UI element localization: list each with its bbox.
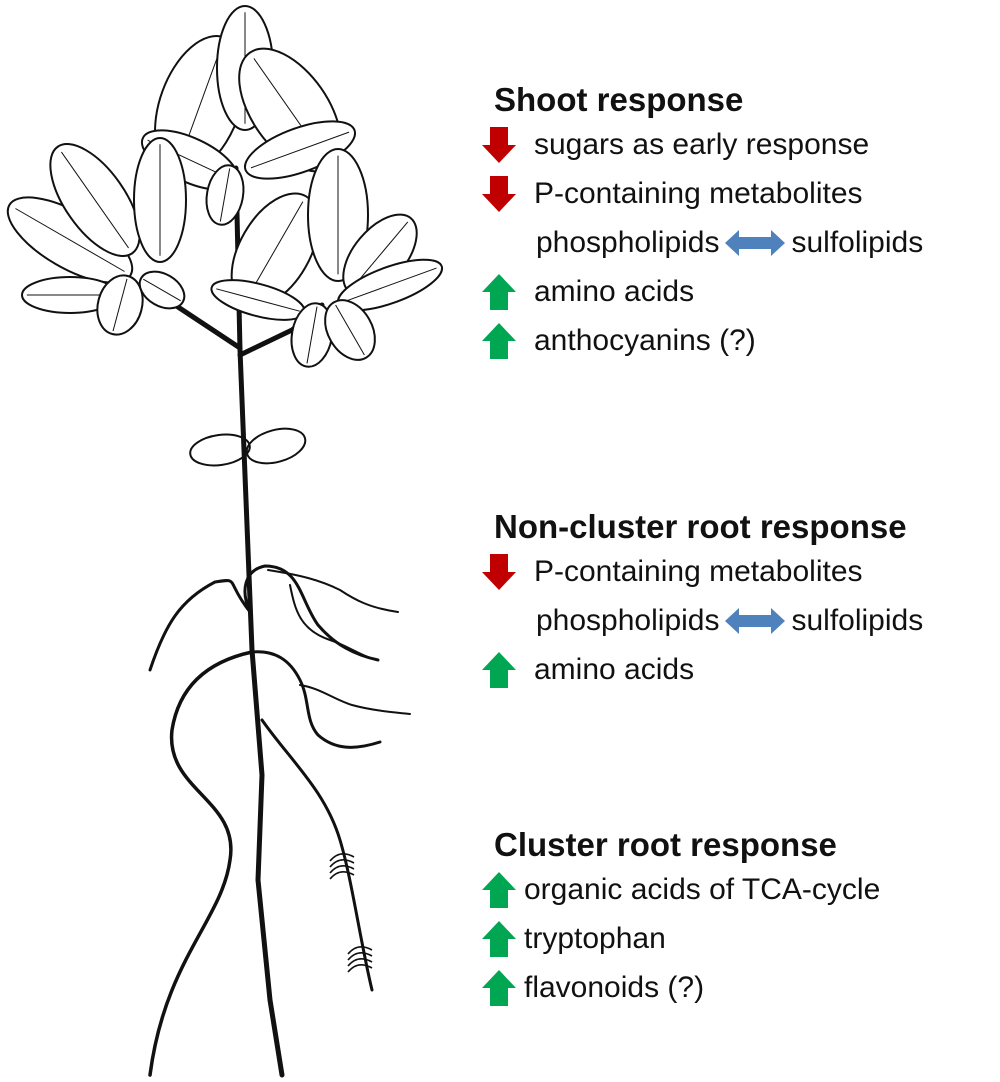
list-item: organic acids of TCA-cycle [480, 865, 995, 914]
up-arrow-icon [482, 871, 516, 908]
cluster-rootlet [347, 952, 373, 961]
cluster-rootlet [329, 853, 355, 862]
cluster-rootlet [347, 964, 373, 973]
non-cluster-root-response-section: Non-cluster root response P-containing m… [480, 507, 995, 694]
cluster-rootlet [329, 865, 355, 874]
item-text: tryptophan [524, 922, 666, 955]
cluster-root-axis [260, 718, 374, 992]
up-arrow-icon [482, 920, 516, 957]
list-item: P-containing metabolites [480, 169, 995, 218]
item-text: organic acids of TCA-cycle [524, 873, 881, 906]
section-title: Non-cluster root response [494, 508, 907, 545]
exchange-left-text: phospholipids [536, 604, 720, 637]
plant-illustration [6, 5, 444, 1078]
item-text: P-containing metabolites [534, 555, 863, 588]
item-text: P-containing metabolites [534, 177, 863, 210]
leaf-midrib [219, 168, 231, 222]
shoot-response-section: Shoot response sugars as early response … [480, 80, 995, 365]
up-arrow-icon [482, 322, 516, 359]
item-text: amino acids [534, 275, 695, 308]
down-arrow-icon [482, 175, 516, 212]
cluster-rootlet [347, 946, 373, 955]
list-item: amino acids [480, 267, 995, 316]
item-text: amino acids [534, 653, 695, 686]
leaf-midrib [143, 278, 181, 302]
down-arrow-icon [482, 126, 516, 163]
leaf-midrib [61, 151, 129, 249]
down-arrow-icon [482, 553, 516, 590]
list-item: amino acids [480, 645, 995, 694]
item-text: flavonoids (?) [524, 971, 705, 1004]
exchange-left-text: phospholipids [536, 226, 720, 259]
item-text: anthocyanins (?) [534, 324, 756, 357]
lateral-root [148, 650, 254, 1077]
lateral-root [243, 564, 380, 662]
exchange-right-text: sulfolipids [791, 226, 924, 259]
up-arrow-icon [482, 273, 516, 310]
list-item: P-containing metabolites [480, 547, 995, 596]
lateral-root [250, 650, 382, 749]
exchange-arrow-icon [725, 607, 786, 634]
cluster-root-response-section: Cluster root response organic acids of T… [480, 825, 995, 1012]
lateral-root [267, 569, 399, 613]
up-arrow-icon [482, 651, 516, 688]
lateral-root [299, 684, 411, 715]
item-text: sugars as early response [534, 128, 870, 161]
lateral-root [148, 579, 252, 672]
leaf-midrib [343, 267, 437, 303]
exchange-right-text: sulfolipids [791, 604, 924, 637]
cotyledon-left [189, 433, 251, 467]
leaf-midrib [112, 278, 128, 332]
list-item: phospholipids sulfolipids [480, 218, 995, 267]
leaf-midrib [335, 304, 365, 356]
leaf-midrib [250, 131, 350, 169]
cotyledon-right [245, 427, 307, 465]
section-title: Cluster root response [494, 826, 837, 863]
leaf-midrib [15, 208, 125, 272]
main-stem [233, 165, 285, 1078]
cluster-rootlet [329, 859, 355, 868]
list-item: tryptophan [480, 914, 995, 963]
cluster-rootlet [329, 871, 355, 880]
list-item: flavonoids (?) [480, 963, 995, 1012]
list-item: phospholipids sulfolipids [480, 596, 995, 645]
list-item: anthocyanins (?) [480, 316, 995, 365]
cluster-rootlet [347, 958, 373, 967]
leaf-midrib [306, 306, 318, 364]
lateral-root [289, 584, 371, 659]
exchange-arrow-icon [725, 229, 786, 256]
leaf-midrib [216, 288, 300, 312]
section-title: Shoot response [494, 81, 744, 118]
up-arrow-icon [482, 969, 516, 1006]
list-item: sugars as early response [480, 120, 995, 169]
